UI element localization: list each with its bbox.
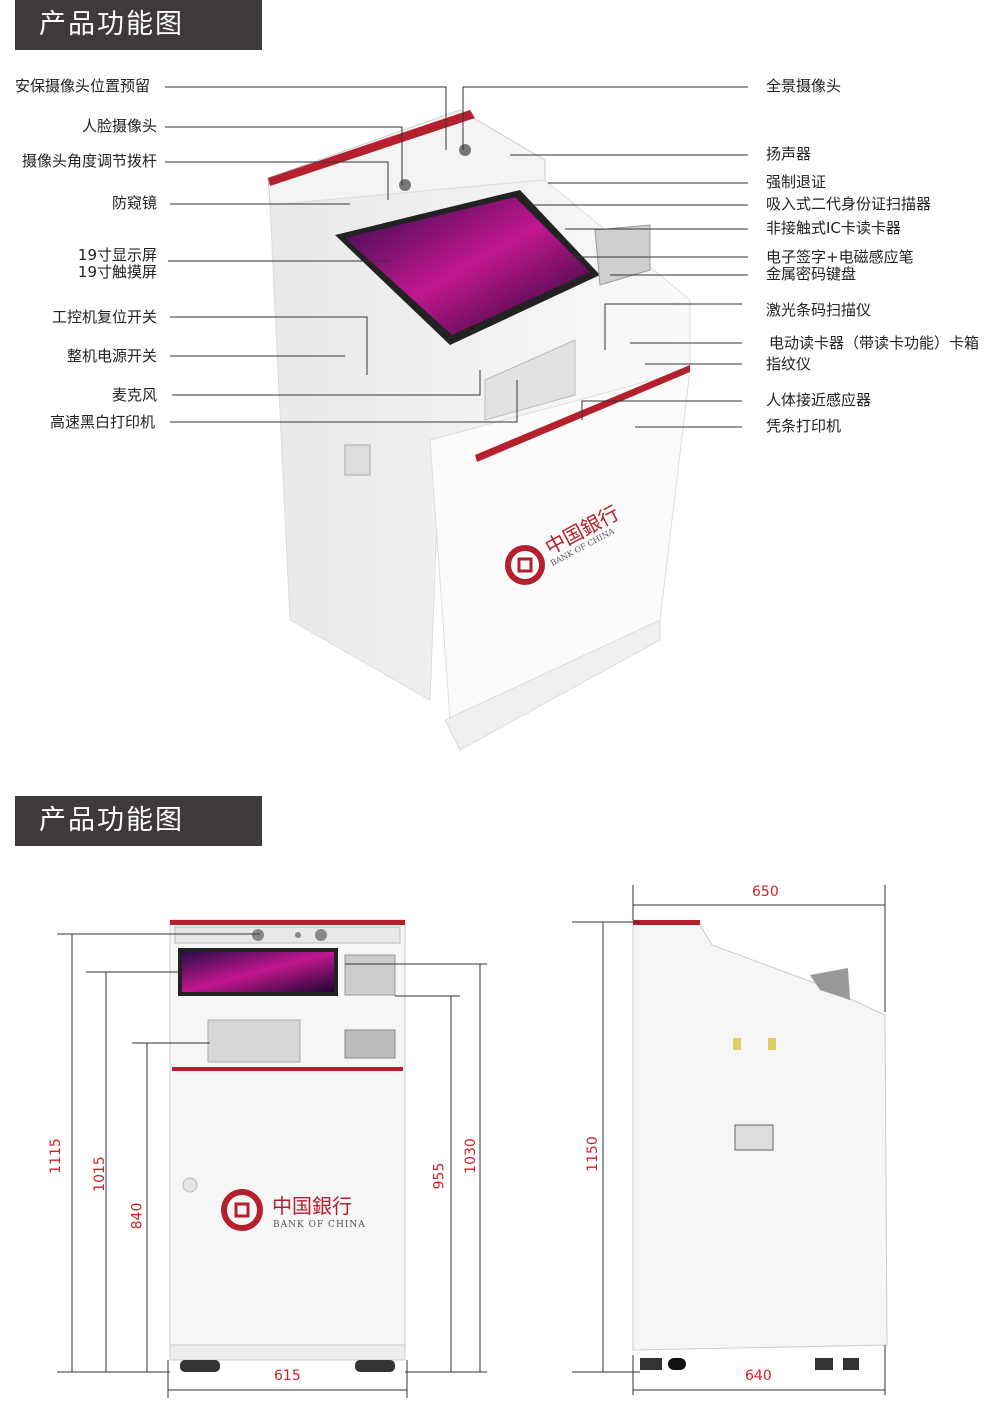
dim-height-1150: 1150 <box>584 1136 601 1172</box>
callout-line <box>165 161 389 200</box>
callout-lines <box>165 86 748 428</box>
label-ic-card-reader: 非接触式IC卡读卡器 <box>766 219 901 237</box>
side-view <box>632 919 888 1370</box>
label-id-scanner: 吸入式二代身份证扫描器 <box>766 195 932 213</box>
label-ipc-reset-switch: 工控机复位开关 <box>51 308 157 326</box>
label-card-reader-box: 电动读卡器（带读卡功能）卡箱 <box>769 334 980 352</box>
callout-line <box>604 303 742 350</box>
front-view <box>169 919 406 1372</box>
brand-name-en: BANK OF CHINA <box>273 1220 366 1230</box>
label-speaker: 扬声器 <box>766 145 812 163</box>
label-fingerprint: 指纹仪 <box>766 355 812 373</box>
section-header-2: 产品功能图 <box>15 796 262 846</box>
callout-line <box>170 380 518 423</box>
dim-width-615: 615 <box>274 1368 301 1384</box>
callout-line <box>165 126 403 185</box>
dim-height-840: 840 <box>129 1202 146 1230</box>
label-receipt-printer: 凭条打印机 <box>766 417 842 435</box>
label-forced-id-return: 强制退证 <box>766 173 827 191</box>
dim-height-1115: 1115 <box>47 1138 64 1174</box>
touch-screen <box>345 197 590 335</box>
label-bw-printer: 高速黑白打印机 <box>49 413 155 431</box>
label-19in-display: 19寸显示屏 19寸触摸屏 <box>77 246 157 281</box>
label-e-signature: 电子签字+电磁感应笔 <box>766 248 914 266</box>
label-power-switch: 整机电源开关 <box>66 347 157 365</box>
label-microphone: 麦克风 <box>111 386 157 404</box>
dim-height-1030: 1030 <box>462 1138 479 1174</box>
callout-line <box>172 370 481 396</box>
callout-line <box>581 400 742 420</box>
label-camera-angle-lever: 摄像头角度调节拨杆 <box>21 152 157 170</box>
label-face-camera: 人脸摄像头 <box>81 117 157 135</box>
dim-depth-650: 650 <box>752 884 779 900</box>
label-privacy-filter: 防窥镜 <box>111 194 157 212</box>
kiosk-3d-view: 中国銀行 <box>267 109 691 751</box>
callout-line <box>165 86 447 150</box>
label-pin-pad: 金属密码键盘 <box>766 265 857 283</box>
callout-line <box>170 316 368 375</box>
dim-height-955: 955 <box>431 1162 448 1190</box>
brand-name-cn: 中国銀行 <box>272 1194 352 1218</box>
label-barcode-scanner: 激光条码扫描仪 <box>766 301 872 319</box>
label-panoramic-camera: 全景摄像头 <box>766 77 842 95</box>
dim-depth-640: 640 <box>745 1368 772 1384</box>
section-header-1: 产品功能图 <box>15 0 262 50</box>
dimension-lines <box>57 885 886 1398</box>
dim-height-1015: 1015 <box>91 1156 108 1192</box>
label-security-camera-reserved: 安保摄像头位置预留 <box>14 77 150 95</box>
callout-line <box>462 86 748 150</box>
label-proximity-sensor: 人体接近感应器 <box>766 391 872 409</box>
